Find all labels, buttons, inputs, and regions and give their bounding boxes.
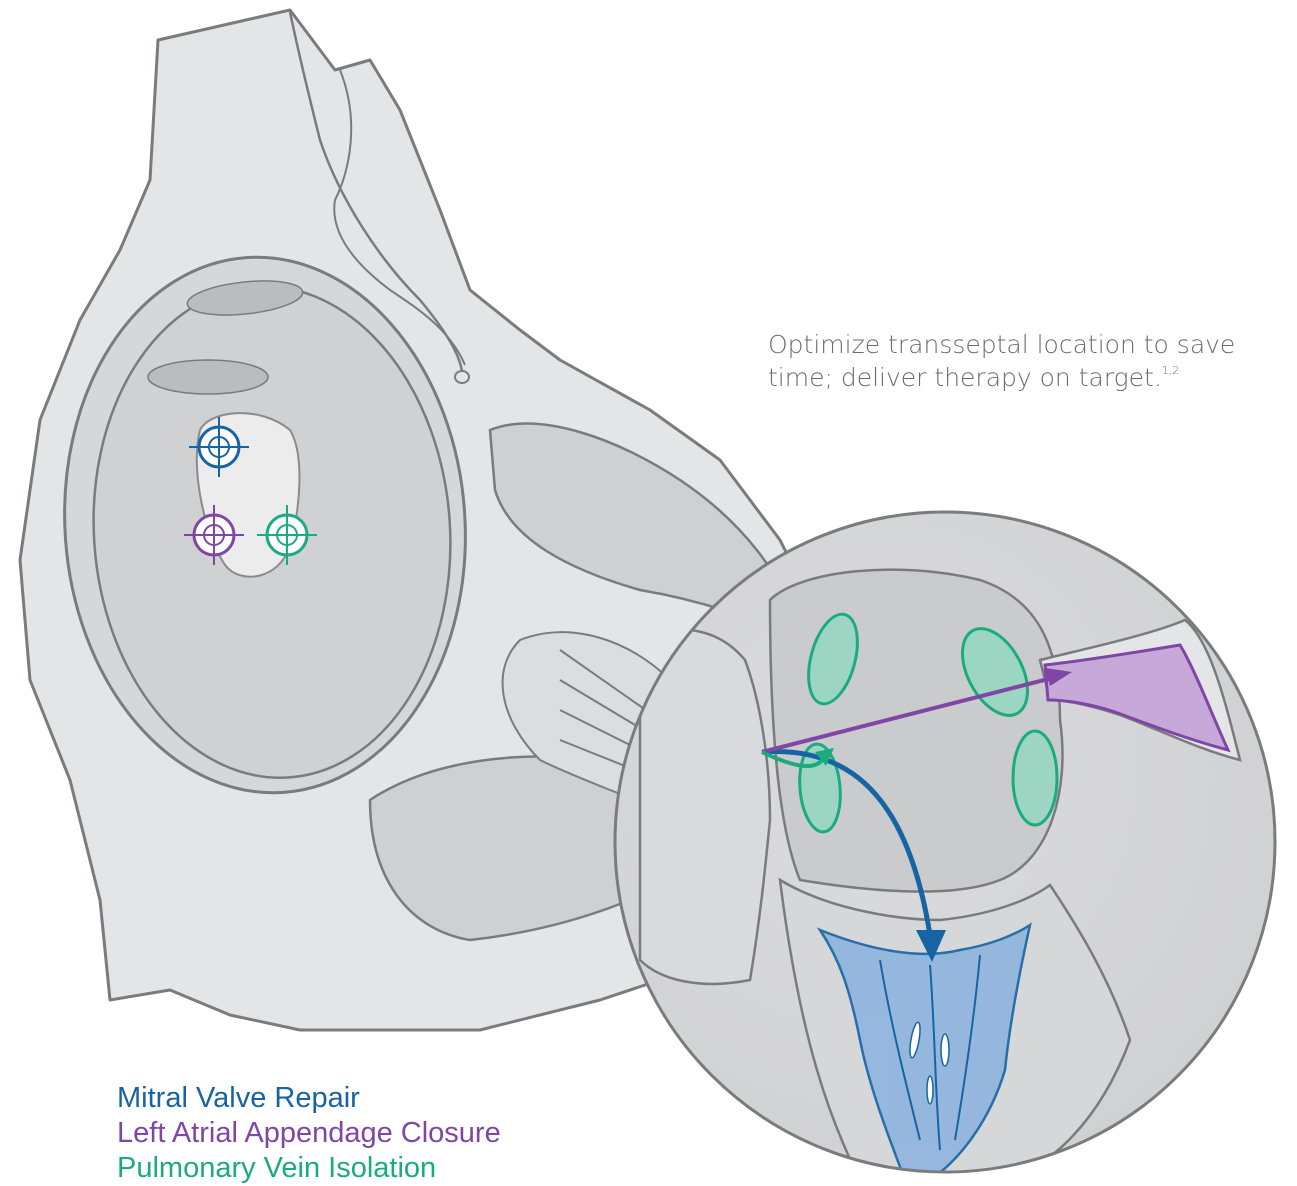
legend-item-appendage: Left Atrial Appendage Closure	[117, 1116, 501, 1151]
procedure-legend: Mitral Valve Repair Left Atrial Appendag…	[117, 1081, 501, 1186]
legend-item-mitral: Mitral Valve Repair	[117, 1081, 501, 1116]
legend-item-pulmonary: Pulmonary Vein Isolation	[117, 1151, 501, 1186]
caption: Optimize transseptal location to save ti…	[768, 328, 1268, 394]
caption-text: Optimize transseptal location to save ti…	[768, 330, 1235, 392]
vessel-node	[455, 371, 469, 383]
coronary-sinus	[148, 360, 268, 394]
inset-zoom	[615, 512, 1275, 1180]
caption-footnote: 1,2	[1162, 364, 1180, 377]
